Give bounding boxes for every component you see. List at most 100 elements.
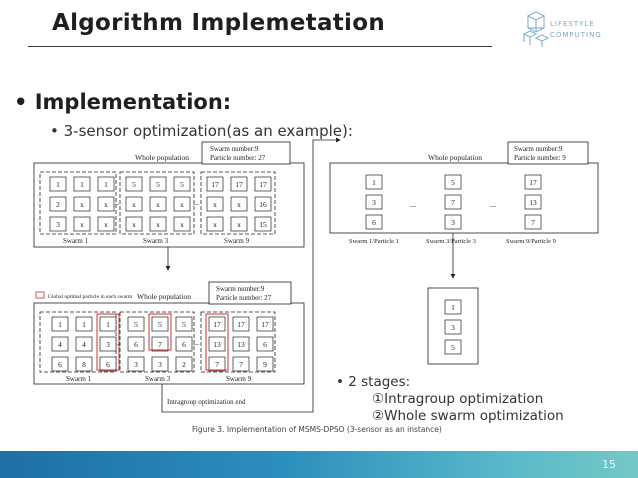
footer-bar: 15 xyxy=(0,451,638,478)
b-swarm3-particle-r1-c2-box xyxy=(151,316,169,332)
b-swarm9-particle-r1-c3: 17 xyxy=(261,320,269,329)
a-swarm3-particle-r2-c3-box xyxy=(173,196,191,212)
a-swarm3-particle-r3-c2: x xyxy=(156,220,160,229)
a-swarm1-particle-r2-c3-box xyxy=(97,196,115,212)
b-swarm9-particle-r3-c1: 7 xyxy=(215,360,219,369)
a-swarm9-particle-r3-c3-box xyxy=(254,216,272,232)
msms-dpso-figure: Whole population Swarm number:9 Particle… xyxy=(33,137,599,413)
a-swarm1-particle-r3-c1: 3 xyxy=(56,220,60,229)
b-swarm9-particle-r3-c3-box xyxy=(256,356,274,372)
b-swarm1-particle-r1-c1: 1 xyxy=(58,320,62,329)
c-col2-r3-box xyxy=(444,214,462,230)
figure-caption: Figure 3. Implementation of MSMS-DPSO (3… xyxy=(192,425,442,434)
arrow-b-to-c xyxy=(161,137,341,413)
b-swarm1-particle-r1-c3-box xyxy=(99,316,117,332)
a-swarm9-particle-r3-c1: x xyxy=(213,220,217,229)
b-swarm1-particle-r2-c1-box xyxy=(51,336,69,352)
b-swarm1-particle-r2-c2: 4 xyxy=(82,340,86,349)
a-swarm3-particle-r1-c1-box xyxy=(125,176,143,192)
c-col2-r3: 3 xyxy=(451,218,455,227)
stages-list: • 2 stages: ①Intragroup optimization ②Wh… xyxy=(336,374,564,425)
a-swarm1-particle-r3-c3: x xyxy=(104,220,108,229)
cube-logo-icon xyxy=(522,11,550,47)
title-divider xyxy=(28,46,492,47)
b-swarm9-particle-r2-c3-box xyxy=(256,336,274,352)
b-swarm9-particle-r3-c1-box xyxy=(208,356,226,372)
logo-text-computing: COMPUTING xyxy=(550,31,602,39)
a-swarm9-particle-r2-c2: x xyxy=(237,200,241,209)
swarm1-particle1-label: Swarm 1/Particle 1 xyxy=(349,238,399,245)
a-swarm3-particle-r1-c3-box xyxy=(173,176,191,192)
swarm3-particle3-label: Swarm 3/Particle 3 xyxy=(426,238,476,245)
panel-d-grid: 135 xyxy=(444,299,462,355)
b-swarm9-best-highlight xyxy=(205,313,229,371)
b-swarm9-particle-r2-c2: 13 xyxy=(237,340,245,349)
b-swarm9-particle-r1-c2: 17 xyxy=(237,320,245,329)
a-swarm1-particle-r1-c1: 1 xyxy=(56,180,60,189)
a-swarm3-particle-r1-c2: 5 xyxy=(156,180,160,189)
c-col2-r2: 7 xyxy=(451,198,455,207)
a-swarm1-particle-r1-c2-box xyxy=(73,176,91,192)
a-swarm9-particle-r1-c3: 17 xyxy=(259,180,267,189)
b-swarm3-particle-r1-c1: 5 xyxy=(134,320,138,329)
swarm3-label-a: Swarm 3 xyxy=(143,237,169,245)
b-swarm3-best-highlight xyxy=(148,313,172,351)
b-swarm3-particle-r3-c1-box xyxy=(127,356,145,372)
a-swarm1-particle-r3-c3-box xyxy=(97,216,115,232)
b-swarm9-particle-r3-c3: 9 xyxy=(263,360,267,369)
a-swarm9-particle-r2-c2-box xyxy=(230,196,248,212)
a-swarm3-particle-r2-c2-box xyxy=(149,196,167,212)
b-swarm1-particle-r2-c3: 3 xyxy=(106,340,110,349)
b-swarm1-particle-r3-c3: 6 xyxy=(106,360,110,369)
b-swarm1-particle-r3-c3-box xyxy=(99,356,117,372)
c-col1-r1-box xyxy=(365,174,383,190)
a-swarm1-particle-r3-c2: x xyxy=(80,220,84,229)
swarm-number-label-c: Swarm number:9 xyxy=(514,145,563,153)
logo-text-lifestyle: LIFESTYLE xyxy=(550,20,595,28)
d-best-r2-box xyxy=(444,319,462,335)
c-col1-r2: 3 xyxy=(372,198,376,207)
a-swarm9-particle-r1-c2: 17 xyxy=(235,180,243,189)
a-swarm3-particle-r3-c3: x xyxy=(180,220,184,229)
a-swarm1-particle-r2-c1-box xyxy=(49,196,67,212)
a-swarm3-particle-r1-c2-box xyxy=(149,176,167,192)
stage-intragroup: ①Intragroup optimization xyxy=(372,391,544,407)
c-col3-r3: 7 xyxy=(531,218,535,227)
a-swarm9-particle-r1-c1: 17 xyxy=(211,180,219,189)
b-swarm1-particle-r1-c2-box xyxy=(75,316,93,332)
a-swarm9-particle-r3-c1-box xyxy=(206,216,224,232)
ellipsis-c2: ... xyxy=(490,200,496,209)
stages-title: • 2 stages: xyxy=(336,374,411,390)
a-swarm1-particle-r1-c2: 1 xyxy=(80,180,84,189)
b-swarm3-particle-r2-c2: 7 xyxy=(158,340,162,349)
b-swarm1-particle-r2-c2-box xyxy=(75,336,93,352)
b-swarm9-particle-r2-c3: 6 xyxy=(263,340,267,349)
c-col2-r1: 5 xyxy=(451,178,455,187)
stage-whole-swarm: ②Whole swarm optimization xyxy=(372,408,564,424)
b-swarm3-particle-r2-c2-box xyxy=(151,336,169,352)
intragroup-end-label: Intragroup optimization end xyxy=(167,398,246,406)
a-swarm9-particle-r3-c2: x xyxy=(237,220,241,229)
b-swarm1-particle-r1-c3: 1 xyxy=(106,320,110,329)
particle-number-label-a: Particle number: 27 xyxy=(210,154,266,162)
b-swarm3-particle-r2-c1: 6 xyxy=(134,340,138,349)
b-swarm9-particle-r1-c3-box xyxy=(256,316,274,332)
b-swarm9-particle-r3-c2-box xyxy=(232,356,250,372)
b-swarm9-particle-r2-c1: 13 xyxy=(213,340,221,349)
a-swarm3-particle-r2-c3: x xyxy=(180,200,184,209)
a-swarm1-particle-r2-c2: x xyxy=(80,200,84,209)
b-swarm3-particle-r2-c3-box xyxy=(175,336,193,352)
b-swarm9-particle-r1-c1: 17 xyxy=(213,320,221,329)
swarm3-label-b: Swarm 3 xyxy=(145,375,171,383)
a-swarm1-particle-r3-c2-box xyxy=(73,216,91,232)
c-col2-r2-box xyxy=(444,194,462,210)
b-swarm1-particle-r1-c1-box xyxy=(51,316,69,332)
b-swarm3-particle-r3-c3-box xyxy=(175,356,193,372)
ellipsis-a1: ... xyxy=(113,198,119,207)
a-swarm1-particle-r2-c2-box xyxy=(73,196,91,212)
a-swarm9-particle-r2-c1: x xyxy=(213,200,217,209)
a-swarm3-particle-r3-c1: x xyxy=(132,220,136,229)
swarm1-label-a: Swarm 1 xyxy=(63,237,89,245)
